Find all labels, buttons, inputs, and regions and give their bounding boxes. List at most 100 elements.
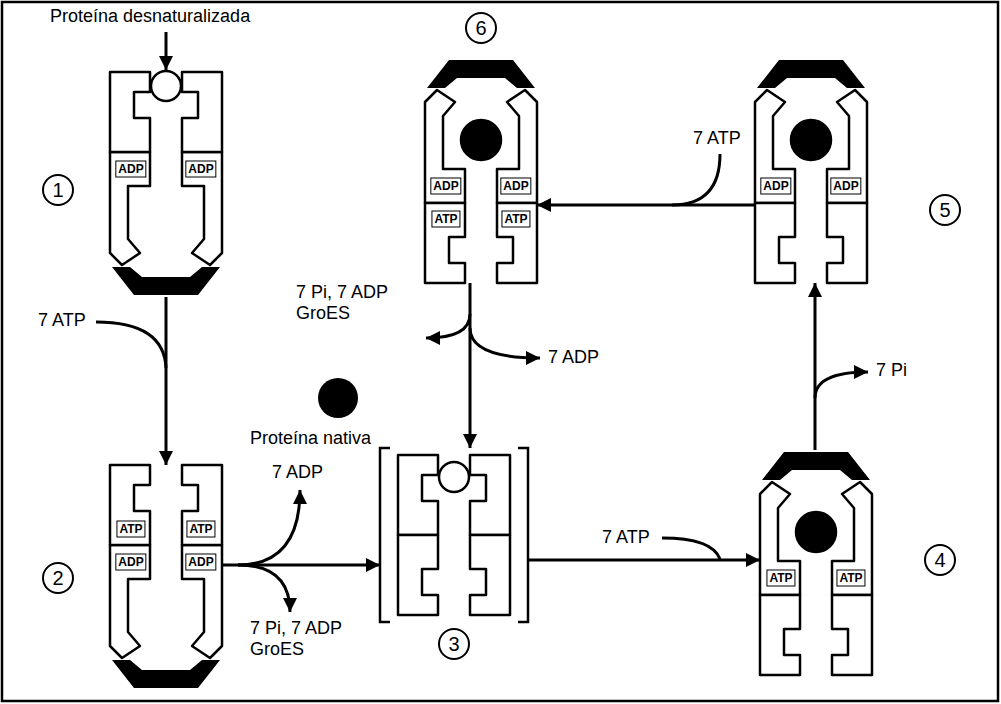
callout-number: 2 [42, 562, 74, 594]
edge-label: 7 ATP [602, 527, 650, 548]
branch-line [672, 154, 720, 205]
bracket [518, 448, 528, 622]
groel-subunit [470, 455, 510, 535]
groel-drawing [755, 60, 867, 283]
groel-subunit [497, 203, 537, 283]
nucleotide-label: ADP [500, 178, 531, 195]
groes-cap [762, 452, 870, 480]
complex-outline [110, 72, 222, 297]
native-protein [318, 378, 358, 418]
groes-cap [112, 267, 220, 295]
groel-drawing [110, 465, 222, 688]
groel-subunit [760, 595, 800, 675]
edge-label: 7 ATP [38, 310, 86, 331]
branch-line [96, 322, 166, 368]
reaction-arrow [469, 283, 472, 448]
nucleotide-label: ATP [501, 211, 530, 228]
groel-complex: 6ADPADPATPATP [425, 58, 537, 283]
groel-complex: 3 [380, 448, 528, 622]
substrate-protein [439, 462, 469, 492]
nucleotide-label: ADP [115, 161, 146, 178]
nucleotide-label: ADP [115, 554, 146, 571]
groel-rings [398, 455, 510, 615]
groel-subunit [832, 595, 872, 675]
groel-drawing [425, 60, 537, 283]
reaction-arrow [165, 297, 168, 465]
groes-cap [427, 60, 535, 88]
input-arrow [165, 32, 168, 70]
reaction-arrow [222, 564, 380, 567]
groel-complex: 2ATPATPADPADP [110, 465, 222, 690]
groel-subunit [470, 535, 510, 615]
note-label: 7 ADP [548, 347, 599, 368]
reaction-arrow [528, 559, 760, 562]
groel-subunit [398, 455, 438, 535]
groel-rings [760, 452, 872, 675]
branch-arrow [470, 328, 540, 358]
nucleotide-label: ATP [431, 211, 460, 228]
nucleotide-label: ADP [830, 178, 861, 195]
groel-subunit [827, 90, 867, 203]
groel-drawing [760, 452, 872, 675]
groel-subunit [110, 152, 150, 265]
groel-subunit [182, 152, 222, 265]
edge-label: 7 ATP [693, 128, 741, 149]
substrate-protein [461, 120, 501, 160]
groel-subunit [425, 90, 465, 203]
callout-number: 1 [42, 174, 74, 206]
groel-drawing [110, 71, 222, 295]
nucleotide-label: ADP [185, 161, 216, 178]
groel-subunit [110, 545, 150, 658]
nucleotide-label: ATP [836, 570, 865, 587]
groel-subunit [755, 203, 795, 283]
groes-cap [112, 660, 220, 688]
substrate-protein [151, 71, 181, 101]
nucleotide-label: ATP [116, 521, 145, 538]
nucleotide-label: ADP [185, 554, 216, 571]
callout-number: 4 [924, 544, 956, 576]
branch-arrow [238, 565, 290, 612]
callout-number: 6 [465, 12, 497, 44]
groel-subunit [760, 482, 800, 595]
groel-subunit [182, 545, 222, 658]
note-label: 7 ADP [272, 462, 323, 483]
groel-subunit [110, 465, 150, 545]
groel-subunit [110, 72, 150, 152]
nucleotide-label: ADP [430, 178, 461, 195]
groes-cap [757, 60, 865, 88]
callout-number: 3 [438, 628, 470, 660]
groel-rings [110, 72, 222, 295]
edge-label: 7 Pi [876, 360, 907, 381]
complex-outline [755, 58, 867, 283]
groel-subunit [827, 203, 867, 283]
groel-complex: 5ADPADP [755, 58, 867, 283]
groel-subunit [755, 90, 795, 203]
substrate-protein [791, 120, 831, 160]
complex-outline [760, 450, 872, 675]
groel-subunit [425, 203, 465, 283]
branch-line [662, 538, 720, 559]
groel-drawing [398, 455, 510, 615]
note-label: Proteína desnaturalizada [50, 6, 250, 27]
branch-arrow [426, 314, 470, 338]
groel-subunit [497, 90, 537, 203]
groel-subunit [182, 465, 222, 545]
groel-rings [755, 60, 867, 283]
groel-subunit [832, 482, 872, 595]
complex-outline [110, 465, 222, 690]
nucleotide-label: ADP [760, 178, 791, 195]
reaction-arrow [537, 204, 755, 207]
nucleotide-label: ATP [186, 521, 215, 538]
groel-complex: 1ADPADP [110, 72, 222, 297]
branch-arrow [815, 372, 868, 398]
groel-subunit [182, 72, 222, 152]
substrate-protein [796, 512, 836, 552]
groel-subunit [398, 535, 438, 615]
note-label: Proteína nativa [250, 428, 371, 449]
note-label: 7 Pi, 7 ADP GroES [250, 618, 370, 659]
nucleotide-label: ATP [766, 570, 795, 587]
reaction-arrow [814, 283, 817, 450]
branch-arrow [238, 490, 300, 565]
groel-complex: 4ATPATP [760, 450, 872, 675]
